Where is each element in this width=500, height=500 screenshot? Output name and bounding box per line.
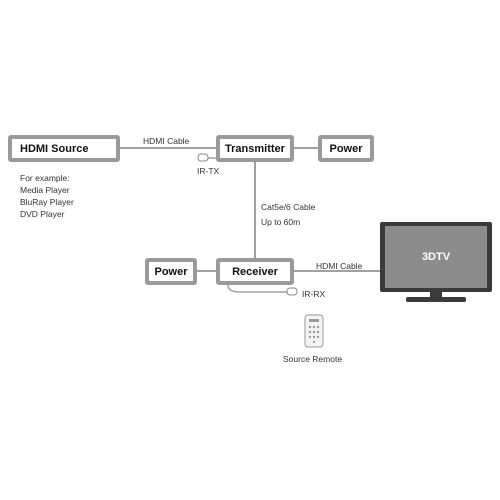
transmitter-box: Transmitter (216, 135, 294, 162)
ir-rx-label: IR-RX (302, 289, 326, 299)
cat-cable-label: Cat5e/6 Cable (261, 202, 316, 212)
receiver-box: Receiver (216, 258, 294, 285)
hdmi-cable-label-bottom: HDMI Cable (316, 261, 363, 271)
ir-rx-sensor-icon (286, 287, 298, 296)
transmitter-label: Transmitter (225, 142, 285, 155)
source-remote-label: Source Remote (283, 354, 343, 364)
ir-tx-label: IR-TX (197, 166, 220, 176)
power-tx-box: Power (318, 135, 374, 162)
distance-label: Up to 60m (261, 217, 301, 227)
example-item: Media Player (20, 185, 70, 195)
ir-rx-cable (227, 284, 290, 293)
hdmi-cable-label-top: HDMI Cable (143, 136, 190, 146)
tv-icon (380, 222, 492, 302)
example-item: BluRay Player (20, 197, 74, 207)
remote-control-icon (304, 314, 324, 348)
tv-display: 3DTV (380, 222, 492, 304)
power-tx-label: Power (329, 142, 363, 155)
example-heading: For example: (20, 173, 70, 183)
hdmi-source-label: HDMI Source (20, 142, 89, 155)
example-item: DVD Player (20, 209, 65, 219)
power-rx-box: Power (145, 258, 197, 285)
ir-tx-emitter-icon (197, 153, 209, 162)
power-rx-label: Power (154, 265, 188, 278)
hdmi-source-box: HDMI Source (8, 135, 120, 162)
tv-label: 3DTV (421, 251, 451, 263)
example-sources-list: For example: Media Player BluRay Player … (20, 172, 74, 220)
receiver-label: Receiver (232, 265, 278, 278)
